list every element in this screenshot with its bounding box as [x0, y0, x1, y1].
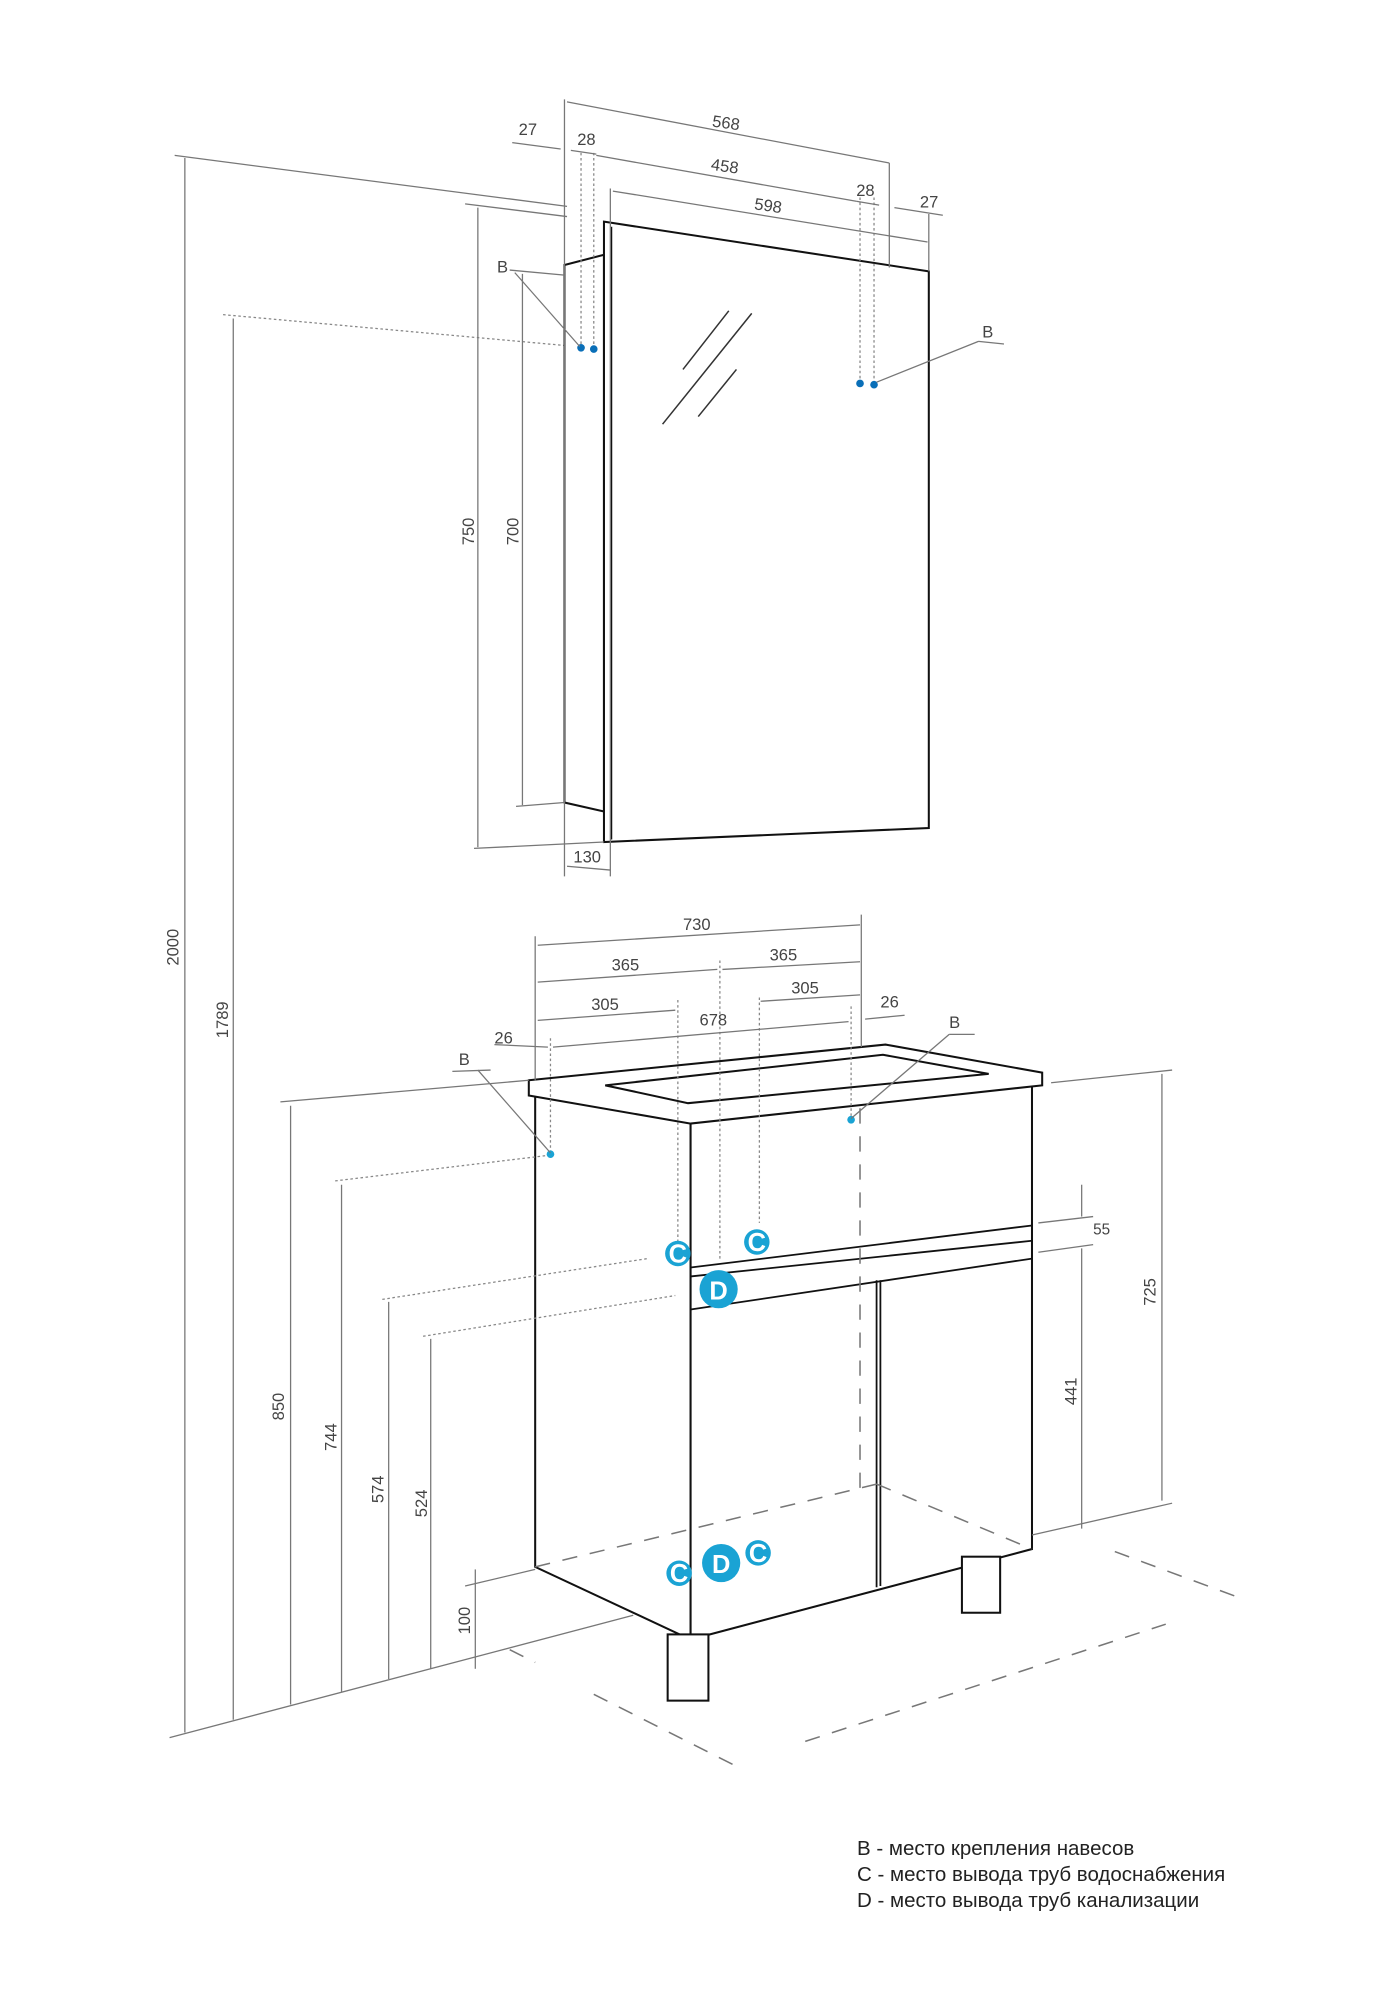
mirror-height-dimensions: 750 700 130: [459, 203, 611, 871]
legend-item-d: D - место вывода труб канализации: [857, 1889, 1200, 1912]
mount-point-b: [546, 1150, 555, 1158]
dim-1789: 1789: [213, 1001, 232, 1038]
dim-744: 744: [321, 1423, 340, 1451]
mirror-cabinet: B B: [497, 152, 1005, 844]
dim-365-left: 365: [612, 956, 640, 975]
dim-458: 458: [710, 155, 740, 178]
dim-100: 100: [455, 1607, 474, 1635]
mount-height-dimension: 1789: [213, 314, 576, 1720]
vanity-height-dimensions: 850 744 574 524 100 441 725 55: [269, 1069, 1173, 1705]
legend: B - место крепления навесов C - место вы…: [857, 1836, 1225, 1914]
pipe-markers: C C D C D C: [665, 1229, 771, 1588]
dim-26-right: 26: [880, 993, 898, 1012]
marker-d: D: [712, 1551, 730, 1579]
dim-441: 441: [1062, 1377, 1081, 1405]
dim-574: 574: [369, 1476, 388, 1504]
dim-27-right: 27: [920, 193, 938, 212]
dim-524: 524: [412, 1490, 431, 1518]
dim-598: 598: [753, 194, 783, 217]
dim-700: 700: [504, 518, 523, 546]
dim-305-right: 305: [791, 979, 819, 998]
vanity-cabinet: [509, 1043, 1243, 1766]
mount-point-b: [589, 345, 598, 353]
marker-c: C: [669, 1240, 687, 1268]
dim-55: 55: [1093, 1221, 1110, 1238]
dim-28-right: 28: [856, 181, 874, 200]
dim-305-left: 305: [591, 995, 619, 1014]
marker-c: C: [748, 1229, 766, 1257]
label-b: B: [459, 1050, 470, 1069]
dim-850: 850: [269, 1393, 288, 1421]
total-height-dimension: 2000: [163, 154, 634, 1739]
marker-d: D: [709, 1277, 727, 1305]
label-b: B: [982, 323, 993, 342]
dim-750: 750: [459, 518, 478, 546]
vanity-width-dimensions: 730 365 365 305 305 678 26 26: [494, 914, 905, 1081]
legend-item-b: B - место крепления навесов: [857, 1837, 1135, 1860]
dim-568: 568: [711, 112, 741, 135]
dim-28-left: 28: [577, 130, 595, 149]
dim-365-right: 365: [770, 946, 798, 965]
dim-730: 730: [683, 915, 711, 934]
dim-130: 130: [573, 847, 601, 866]
mount-point-b: [856, 379, 864, 388]
mount-point-b: [847, 1115, 855, 1124]
label-b: B: [949, 1013, 960, 1032]
label-b: B: [497, 258, 508, 277]
dim-725: 725: [1141, 1278, 1160, 1306]
legend-item-c: C - место вывода труб водоснабжения: [857, 1863, 1226, 1886]
mount-point-b: [870, 380, 878, 389]
dim-27-left: 27: [519, 120, 537, 139]
mirror-width-dimensions: 568 458 598 27 28 28 27: [512, 99, 943, 877]
marker-c: C: [749, 1540, 767, 1568]
marker-c: C: [670, 1560, 688, 1588]
dim-2000: 2000: [163, 929, 182, 966]
dim-26-left: 26: [494, 1028, 512, 1047]
dim-678: 678: [700, 1010, 728, 1029]
